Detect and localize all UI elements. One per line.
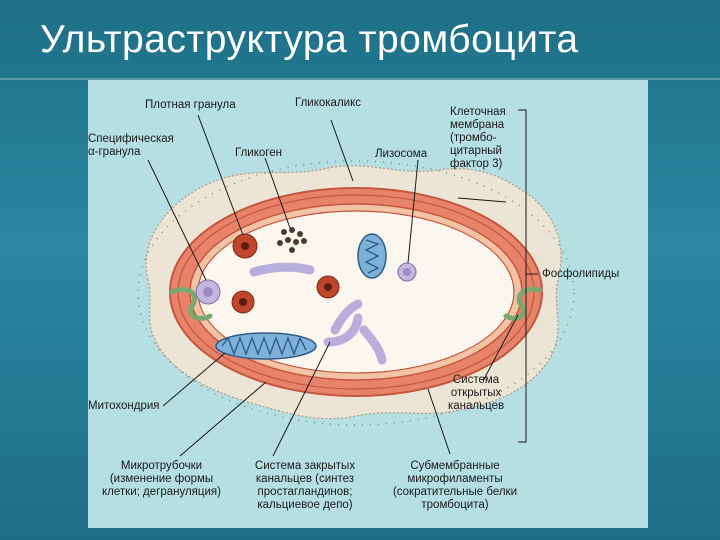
label-open-canal-system: Система открытых канальцев <box>448 374 505 412</box>
mitochondrion-lower <box>215 332 317 360</box>
platelet-diagram <box>137 109 575 457</box>
closed-canal-2 <box>323 313 363 347</box>
mitochondrion-upper <box>357 233 387 279</box>
label-phospholipids: Фосфолипиды <box>542 268 620 280</box>
glycocalyx-dots <box>137 160 575 426</box>
open-canal-left <box>169 287 213 321</box>
label-lysosome: Лизосома <box>375 148 428 160</box>
label-glycogen: Гликоген <box>235 147 282 159</box>
title-divider <box>0 78 720 80</box>
slide-title: Ультраструктура тромбоцита <box>40 18 579 61</box>
phospholipid-bracket <box>518 109 538 443</box>
label-glycocalyx: Гликокаликс <box>295 97 361 109</box>
glycogen-cluster <box>277 227 307 253</box>
leader-lines <box>147 114 519 457</box>
label-cell-membrane: Клеточная мембрана (тромбо- цитарный фак… <box>450 106 506 170</box>
label-mitochondrion: Митохондрия <box>88 400 160 412</box>
closed-canal-4 <box>359 325 387 365</box>
label-microtubules: Микротрубочки (изменение формы клетки; д… <box>102 460 221 498</box>
open-canal-right <box>503 286 543 321</box>
label-closed-canal-system: Система закрытых канальцев (синтез прост… <box>254 460 356 511</box>
platelet-diagram-panel: Плотная гранула Гликокаликс Клеточная ме… <box>88 80 648 528</box>
closed-canal-3 <box>330 299 363 335</box>
closed-canal-1 <box>249 262 315 277</box>
label-dense-granule: Плотная гранула <box>145 99 236 111</box>
label-submembrane-microfilaments: Субмембранные микрофиламенты (сократител… <box>392 460 518 511</box>
label-specific-granule: Специфическая α-гранула <box>88 133 174 158</box>
